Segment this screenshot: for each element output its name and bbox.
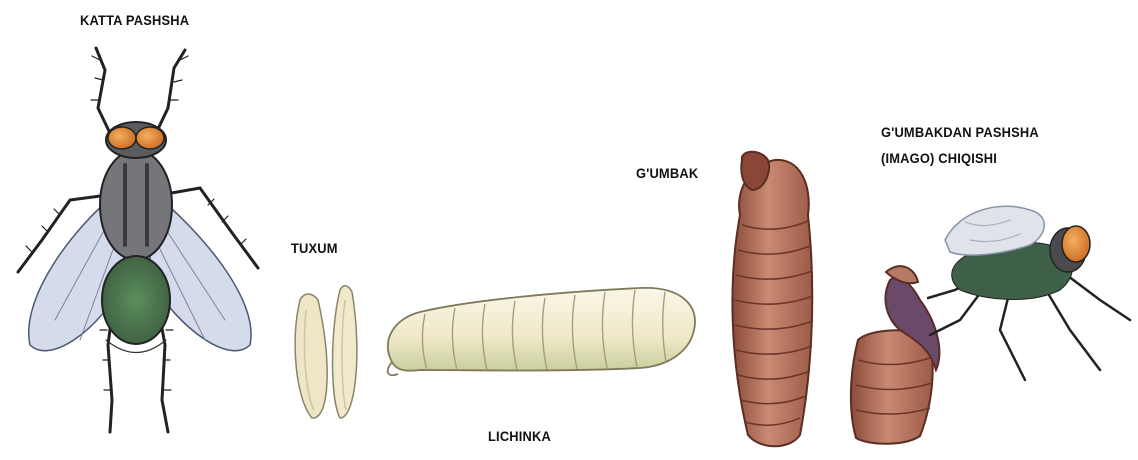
open-puparium-drawing (851, 266, 940, 444)
pupa-drawing (732, 152, 813, 447)
adult-fly-thorax (100, 150, 172, 260)
egg-drawing (295, 286, 357, 418)
larva-body (388, 288, 695, 371)
larva-drawing (388, 288, 695, 375)
egg-left (295, 294, 327, 418)
adult-fly-eye-right (136, 127, 164, 149)
adult-fly-abdomen (102, 256, 170, 344)
adult-fly-drawing (18, 48, 258, 432)
adult-fly-eye-left (108, 127, 136, 149)
emerging-fly-drawing (928, 206, 1130, 380)
emerging-fly-eye (1062, 226, 1090, 262)
